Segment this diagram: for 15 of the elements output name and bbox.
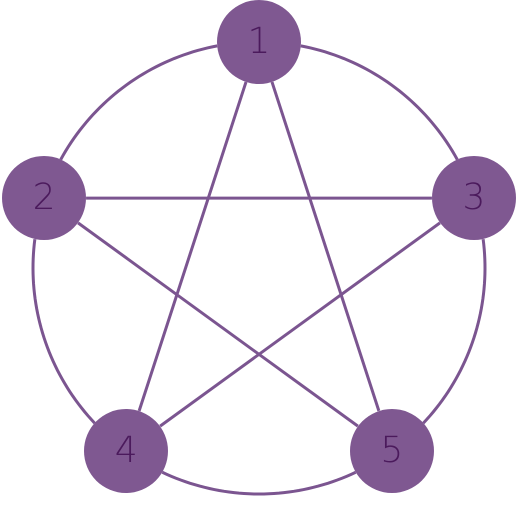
connector-line <box>32 238 96 424</box>
connector-line <box>422 238 486 424</box>
connector-line <box>77 222 359 428</box>
node-number: 2 <box>32 180 56 216</box>
node-number: 5 <box>380 432 404 469</box>
node-number: 1 <box>248 24 270 60</box>
connector-line <box>300 44 459 160</box>
node-number: 3 <box>462 180 486 216</box>
connector-line <box>270 81 380 412</box>
node-number: 4 <box>114 432 138 469</box>
connector-line <box>159 222 441 428</box>
connector-line <box>162 470 356 496</box>
connector-line <box>86 196 432 200</box>
connector-line <box>138 81 248 412</box>
connector-line <box>59 44 218 160</box>
